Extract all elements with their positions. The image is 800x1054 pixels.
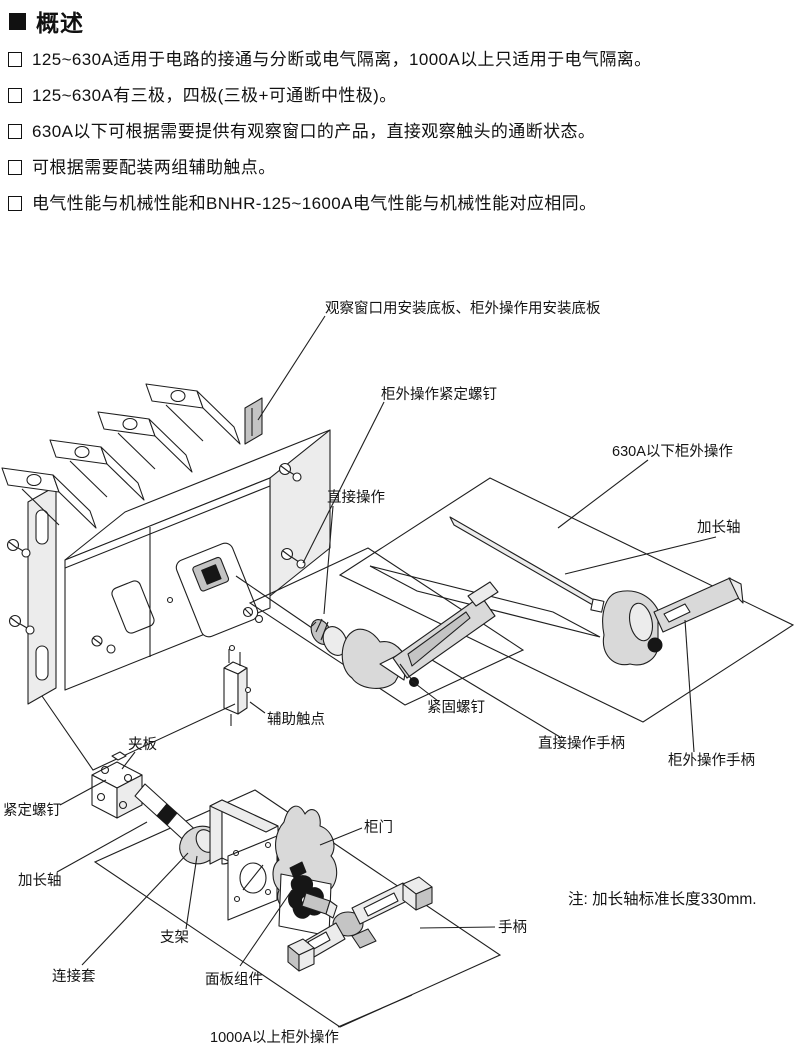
label-connection-sleeve: 连接套 — [52, 968, 96, 985]
label-set-screw: 紧定螺钉 — [3, 802, 61, 819]
window-base-tab — [244, 397, 263, 445]
leader-lines — [56, 315, 717, 1028]
mounting-slot — [35, 645, 49, 681]
label-fastening-screw: 紧固螺钉 — [427, 699, 485, 716]
mid-assembly-drawing — [248, 477, 795, 723]
bullet-text: 125~630A适用于电路的接通与分断或电气隔离，1000A以上只适用于电气隔离… — [32, 50, 652, 69]
panel-assembly-part — [278, 861, 338, 937]
bullet-square — [8, 196, 22, 211]
busbar — [1, 467, 97, 529]
cabinet-op-handle — [602, 577, 744, 666]
body-front-face — [64, 477, 271, 691]
label-clamp-plate: 夹板 — [128, 735, 157, 753]
bullet-text: 电气性能与机械性能和BNHR-125~1600A电气性能与机械性能对应相同。 — [32, 194, 597, 213]
base-plate-630a — [338, 477, 795, 723]
label-window-base-plate: 观察窗口用安装底板、柜外操作用安装底板 — [325, 299, 601, 317]
bullet-square — [8, 124, 22, 139]
label-panel-assembly: 面板组件 — [205, 970, 263, 988]
list-item: 630A以下可根据需要提供有观察窗口的产品，直接观察触头的通断状态。 — [8, 120, 796, 143]
plate-channel — [369, 565, 601, 638]
busbar — [97, 411, 193, 473]
list-item: 125~630A适用于电路的接通与分断或电气隔离，1000A以上只适用于电气隔离… — [8, 48, 796, 71]
body-screws — [91, 596, 264, 654]
mounting-slot — [35, 509, 49, 545]
label-direct-handle: 直接操作手柄 — [538, 735, 625, 752]
bottom-assembly-drawing — [91, 751, 502, 1028]
handle-mount-recess — [175, 542, 259, 638]
direct-op-knob — [310, 618, 348, 656]
aux-contact-block — [223, 649, 252, 726]
label-extension-shaft-right: 加长轴 — [697, 519, 741, 536]
bullet-square — [8, 52, 22, 67]
label-cabinet-set-screw: 柜外操作紧定螺钉 — [381, 386, 497, 403]
busbar-terminals — [1, 383, 241, 529]
bullet-text: 可根据需要配装两组辅助触点。 — [32, 158, 276, 177]
front-recess — [111, 580, 155, 634]
shaft-axis-line — [235, 575, 313, 629]
bullet-square — [8, 160, 22, 175]
floating-screws — [6, 462, 306, 635]
label-above-1000a: 1000A以上柜外操作 — [210, 1029, 339, 1046]
clamp-block — [91, 751, 143, 819]
switch-body-drawing — [1, 383, 331, 771]
label-below-630a: 630A以下柜外操作 — [612, 443, 733, 460]
list-item: 125~630A有三极，四极(三极+可通断中性极)。 — [8, 84, 796, 107]
bullet-square — [8, 88, 22, 103]
bullet-text: 630A以下可根据需要提供有观察窗口的产品，直接观察触头的通断状态。 — [32, 122, 596, 141]
list-item: 电气性能与机械性能和BNHR-125~1600A电气性能与机械性能对应相同。 — [8, 192, 796, 215]
list-item: 可根据需要配装两组辅助触点。 — [8, 156, 796, 179]
section-title: 概述 — [9, 4, 84, 38]
v-handle — [287, 876, 433, 972]
busbar — [145, 383, 241, 445]
busbar — [49, 439, 145, 501]
label-handle: 手柄 — [498, 919, 527, 936]
label-extension-shaft-left: 加长轴 — [18, 872, 62, 889]
label-bracket: 支架 — [160, 929, 189, 946]
shaft-hole-plate — [227, 835, 278, 921]
label-cabinet-handle: 柜外操作手柄 — [668, 752, 755, 769]
label-aux-contact: 辅助触点 — [267, 711, 325, 728]
label-cabinet-door: 柜门 — [364, 819, 393, 836]
label-direct-operation: 直接操作 — [327, 489, 385, 506]
note-text: 注: 加长轴标准长度330mm. — [568, 890, 757, 908]
direct-op-handle — [341, 581, 499, 689]
alignment-lines — [41, 695, 236, 771]
mounting-plate — [27, 485, 57, 705]
overview-bullet-list: 125~630A适用于电路的接通与分断或电气隔离，1000A以上只适用于电气隔离… — [8, 48, 796, 228]
extension-shaft — [449, 516, 605, 613]
section-title-text: 概述 — [36, 10, 84, 36]
bullet-text: 125~630A有三极，四极(三极+可通断中性极)。 — [32, 86, 397, 105]
diagram-labels: 观察窗口用安装底板、柜外操作用安装底板 柜外操作紧定螺钉 630A以下柜外操作 … — [3, 299, 757, 1046]
section-marker-square — [9, 12, 26, 30]
